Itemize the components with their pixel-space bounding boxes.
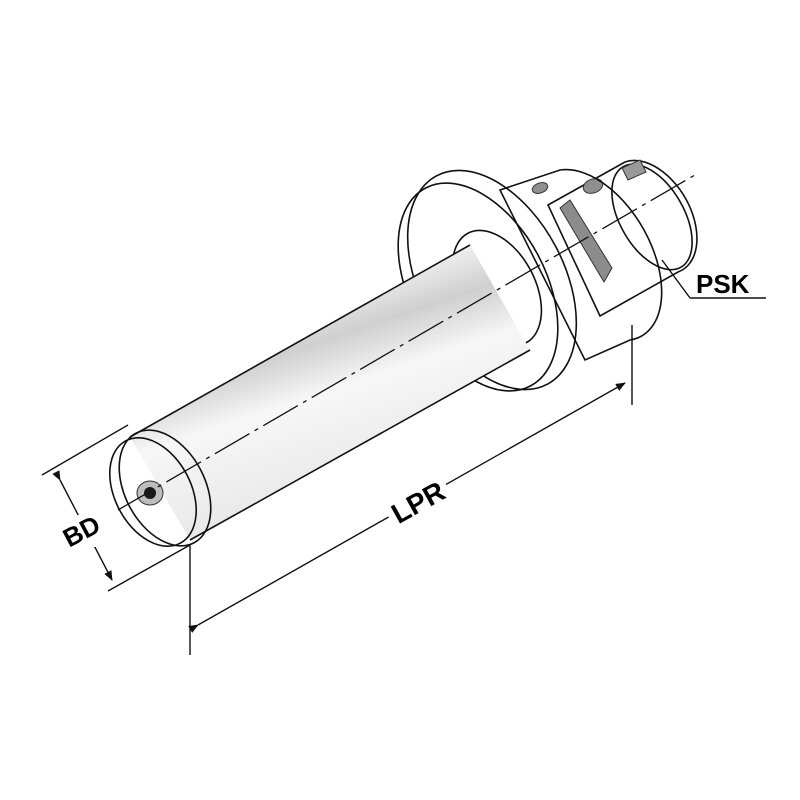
collar [498,168,663,362]
psk-callout: PSK [661,259,766,299]
psk-label: PSK [696,269,750,299]
bd-dimension: BD [41,424,191,592]
psk-shank [546,159,698,318]
drive-slot [559,199,613,283]
extension-shaft [118,244,531,547]
